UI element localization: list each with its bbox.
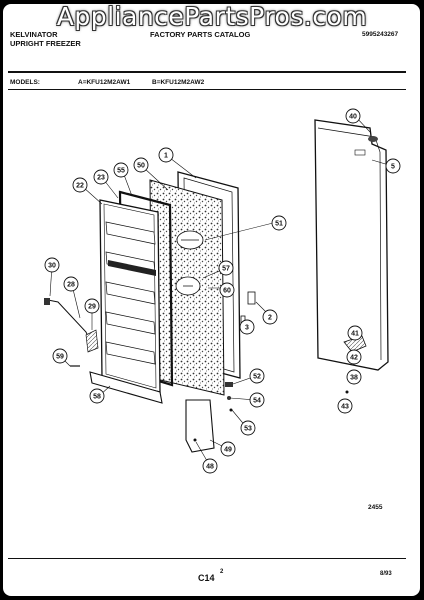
callout-49: 49 <box>220 441 236 457</box>
svg-text:51: 51 <box>275 221 283 228</box>
svg-text:54: 54 <box>253 398 261 405</box>
callout-58: 58 <box>89 388 105 404</box>
callout-51: 51 <box>271 215 287 231</box>
svg-text:40: 40 <box>349 114 357 121</box>
svg-text:41: 41 <box>351 331 359 338</box>
callout-38: 38 <box>346 369 362 385</box>
callout-42: 42 <box>346 349 362 365</box>
inner-liner <box>99 199 161 393</box>
watermark: AppliancePartsPros.com <box>56 2 368 31</box>
callout-50: 50 <box>133 157 149 173</box>
catalog-date: 8/93 <box>380 571 392 577</box>
callout-59: 59 <box>52 348 68 364</box>
callout-2: 2 <box>262 309 278 325</box>
svg-text:57: 57 <box>222 266 230 273</box>
product-name: UPRIGHT FREEZER <box>10 39 81 48</box>
models-rule <box>8 89 406 90</box>
header-rule <box>8 71 406 73</box>
callout-53: 53 <box>240 420 256 436</box>
outer-door-panel <box>314 119 389 371</box>
svg-text:23: 23 <box>97 175 105 182</box>
svg-text:22: 22 <box>76 183 84 190</box>
svg-text:5: 5 <box>391 164 395 171</box>
callout-28: 28 <box>63 276 79 292</box>
callout-55: 55 <box>113 162 129 178</box>
callout-3: 3 <box>239 319 255 335</box>
callout-41: 41 <box>347 325 363 341</box>
svg-text:29: 29 <box>88 304 96 311</box>
callout-23: 23 <box>93 169 109 185</box>
svg-text:38: 38 <box>350 375 358 382</box>
svg-text:28: 28 <box>67 282 75 289</box>
svg-text:52: 52 <box>253 374 261 381</box>
callout-57: 57 <box>218 260 234 276</box>
callout-markers: 1 50 55 23 22 51 57 60 2 3 40 5 30 28 29… <box>44 108 401 474</box>
svg-text:58: 58 <box>93 394 101 401</box>
svg-text:43: 43 <box>341 404 349 411</box>
callout-54: 54 <box>249 392 265 408</box>
callout-22: 22 <box>72 177 88 193</box>
svg-text:55: 55 <box>117 168 125 175</box>
catalog-number: 5995243267 <box>362 31 399 38</box>
callout-52: 52 <box>249 368 265 384</box>
svg-text:59: 59 <box>56 354 64 361</box>
model-a: A=KFU12M2AW1 <box>78 79 131 86</box>
callout-1: 1 <box>158 147 174 163</box>
bottom-rail <box>89 371 163 404</box>
svg-text:30: 30 <box>48 263 56 270</box>
callout-43: 43 <box>337 398 353 414</box>
svg-text:1: 1 <box>164 153 168 160</box>
models-label: MODELS: <box>10 79 40 86</box>
callout-30: 30 <box>44 257 60 273</box>
svg-text:42: 42 <box>350 355 358 362</box>
page-code: C14 <box>198 573 215 583</box>
svg-text:60: 60 <box>223 288 231 295</box>
svg-text:48: 48 <box>206 464 214 471</box>
reference-number: 2455 <box>368 504 383 511</box>
shelf-bracket <box>44 298 99 353</box>
page-sub: 2 <box>220 569 224 575</box>
kick-cover <box>185 399 215 453</box>
svg-text:49: 49 <box>224 447 232 454</box>
callout-5: 5 <box>385 158 401 174</box>
callout-60: 60 <box>219 282 235 298</box>
svg-text:2: 2 <box>268 315 272 322</box>
svg-text:3: 3 <box>245 325 249 332</box>
svg-text:53: 53 <box>244 426 252 433</box>
footer-rule <box>8 558 406 560</box>
model-b: B=KFU12M2AW2 <box>152 79 205 86</box>
brand-name: KELVINATOR <box>10 30 58 39</box>
callout-40: 40 <box>345 108 361 124</box>
catalog-title: FACTORY PARTS CATALOG <box>150 30 251 39</box>
callout-48: 48 <box>202 458 218 474</box>
insulation-panel <box>149 179 225 396</box>
svg-text:50: 50 <box>137 163 145 170</box>
callout-29: 29 <box>84 298 100 314</box>
